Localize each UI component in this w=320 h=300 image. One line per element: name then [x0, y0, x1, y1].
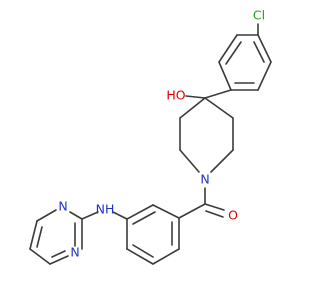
bond — [179, 97, 206, 119]
bond-layer — [29, 23, 272, 265]
bond — [36, 209, 57, 222]
molecule-canvas: Cl HO N O NH N N — [29, 8, 272, 265]
bond — [257, 61, 272, 91]
molecule-structure: Cl HO N O NH N N — [29, 8, 272, 265]
bond — [218, 61, 232, 91]
atom-label-layer: Cl HO N O NH N N — [58, 8, 265, 260]
bond — [36, 226, 43, 248]
bond — [126, 204, 154, 220]
bond — [204, 97, 234, 119]
bond — [218, 34, 238, 63]
bond — [126, 248, 154, 265]
bond — [179, 149, 200, 173]
bond — [132, 244, 154, 258]
amine-nh-label: NH — [96, 202, 115, 217]
bond — [29, 248, 51, 265]
carbonyl-oxygen-label: O — [228, 208, 238, 223]
bond — [49, 255, 69, 265]
bond — [81, 211, 99, 220]
bond — [205, 210, 224, 218]
bond — [225, 41, 242, 65]
chlorine-atom-label: Cl — [253, 8, 265, 23]
pyrimidine-nitrogen-label-bottom: N — [70, 245, 79, 260]
bond — [29, 220, 38, 250]
bond — [112, 211, 128, 220]
bond — [69, 211, 83, 220]
hydroxyl-label: HO — [166, 88, 185, 103]
bond — [210, 149, 234, 173]
bond — [152, 248, 180, 265]
bond — [257, 34, 272, 63]
bond — [185, 95, 206, 99]
bond — [204, 89, 232, 99]
bond — [51, 250, 66, 258]
bond — [253, 41, 265, 63]
bond — [178, 203, 206, 219]
bond — [152, 204, 180, 219]
piperidine-nitrogen-label: N — [200, 172, 209, 187]
bond — [132, 211, 156, 225]
bond — [204, 203, 225, 211]
pyrimidine-nitrogen-label-top: N — [58, 199, 67, 214]
